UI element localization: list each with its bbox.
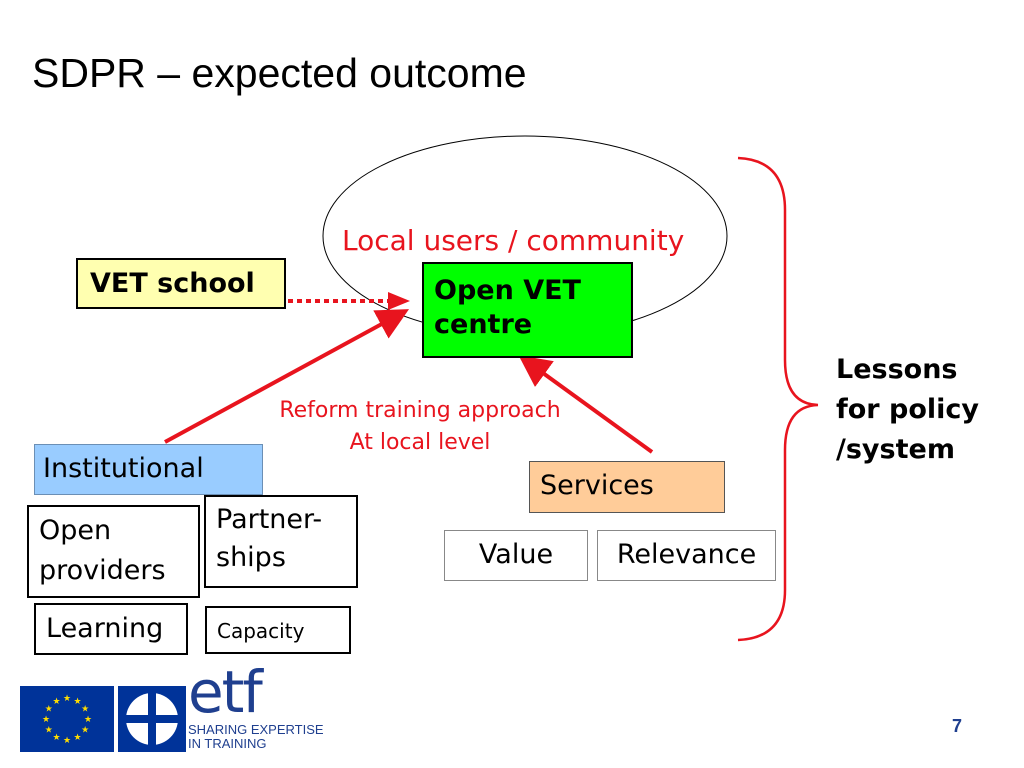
eu-star-icon: ★ [84, 715, 92, 725]
etf-wordmark: etf [188, 658, 263, 726]
open-providers-box: Open providers [27, 505, 200, 598]
partnerships-line-2: ships [216, 542, 286, 573]
lessons-line-2: for policy [836, 394, 980, 425]
open-vet-centre-line-1: Open VET [434, 275, 581, 306]
eu-star-icon: ★ [81, 705, 89, 715]
lessons-brace [737, 156, 819, 642]
relevance-box: Relevance [597, 530, 776, 581]
lessons-label: Lessons for policy /system [836, 350, 979, 470]
institutional-label: Institutional [43, 453, 204, 484]
learning-label: Learning [46, 613, 164, 644]
value-box: Value [444, 530, 588, 581]
community-label: Local users / community [342, 224, 685, 257]
etf-tagline-line-1: SHARING EXPERTISE [188, 722, 324, 737]
open-providers-line-2: providers [39, 555, 166, 586]
eu-star-icon: ★ [81, 726, 89, 736]
institutional-arrow [164, 309, 410, 444]
services-box: Services [529, 461, 725, 513]
slide-title: SDPR – expected outcome [32, 50, 527, 96]
services-label: Services [540, 470, 654, 501]
value-label: Value [478, 539, 554, 570]
lessons-line-1: Lessons [836, 354, 958, 385]
etf-tagline: SHARING EXPERTISE IN TRAINING [188, 723, 324, 751]
partnerships-box: Partner- ships [204, 495, 358, 588]
eu-star-icon: ★ [73, 733, 81, 743]
open-vet-centre-box: Open VET centre [422, 262, 633, 358]
page-number: 7 [952, 716, 963, 736]
capacity-box: Capacity [205, 606, 351, 654]
eu-star-icon: ★ [63, 736, 71, 746]
lessons-line-3: /system [836, 434, 955, 465]
eu-star-icon: ★ [45, 705, 53, 715]
institutional-box: Institutional [34, 444, 263, 495]
services-arrow [518, 355, 654, 454]
reform-label: Reform training approach At local level [260, 395, 580, 459]
vet-school-label: VET school [90, 268, 255, 299]
open-vet-centre-line-2: centre [434, 309, 533, 340]
eu-star-icon: ★ [63, 694, 71, 704]
reform-line-1: Reform training approach [279, 398, 561, 423]
reform-line-2: At local level [349, 430, 491, 455]
eu-star-icon: ★ [52, 733, 60, 743]
etf-logo: etf SHARING EXPERTISE IN TRAINING [118, 658, 348, 756]
vet-school-box: VET school [76, 258, 286, 309]
partnerships-line-1: Partner- [216, 504, 323, 535]
eu-star-icon: ★ [42, 715, 50, 725]
capacity-label: Capacity [217, 619, 305, 643]
relevance-label: Relevance [616, 539, 757, 570]
eu-star-icon: ★ [45, 726, 53, 736]
eu-star-icon: ★ [52, 697, 60, 707]
eu-star-icon: ★ [73, 697, 81, 707]
learning-box: Learning [34, 603, 188, 655]
vet-school-link-arrowhead [388, 292, 410, 310]
open-providers-line-1: Open [39, 515, 112, 546]
etf-emblem-icon [118, 686, 186, 752]
etf-tagline-line-2: IN TRAINING [188, 736, 267, 751]
eu-flag-logo: ★★★★★★★★★★★★ [20, 686, 114, 752]
